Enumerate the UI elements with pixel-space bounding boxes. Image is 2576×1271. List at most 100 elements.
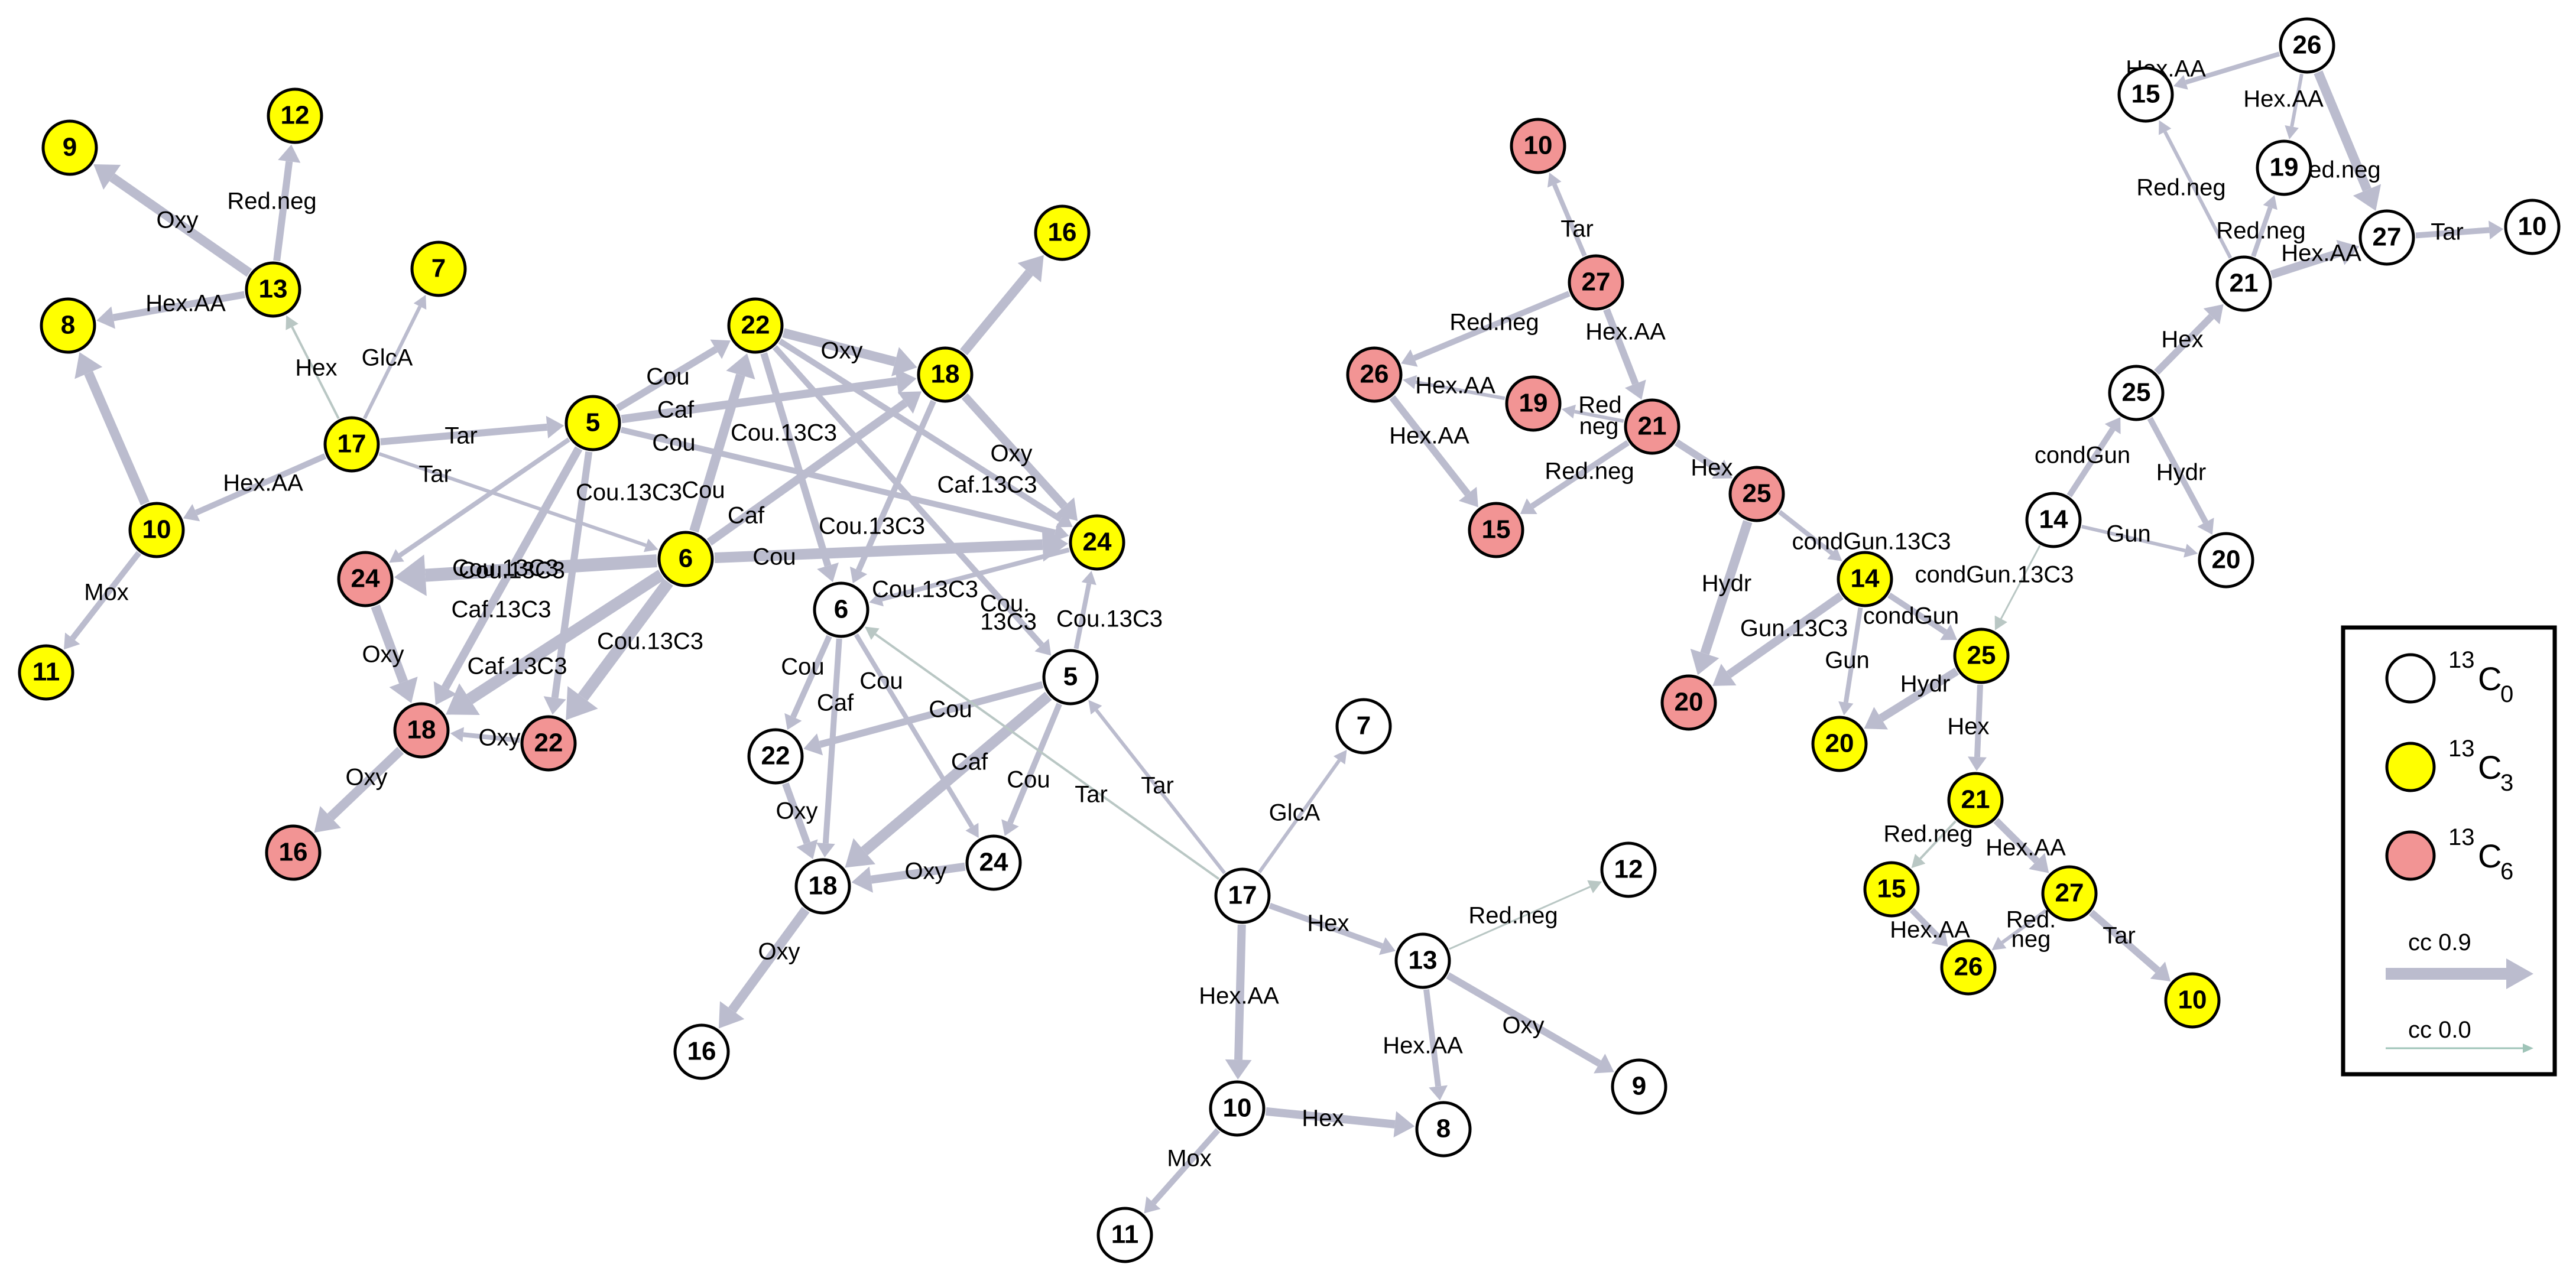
- node-c3-5: 5: [564, 395, 621, 451]
- node-circle: [1214, 867, 1271, 924]
- edge-label: Hex.AA: [1585, 319, 1666, 345]
- edge-arrowhead-w5-w24: [1001, 819, 1019, 836]
- node-c0-17: 17: [1214, 867, 1271, 924]
- edge-y13-y9: [109, 173, 252, 277]
- edge-arrowhead-y18-y16: [1017, 255, 1044, 282]
- edge-arrowhead-r27-r26: [1401, 349, 1418, 367]
- edge-arrowhead-y13-y12: [278, 144, 301, 163]
- legend-c0-sub: 0: [2500, 681, 2513, 707]
- edge-y10-y11: [70, 551, 141, 641]
- edge-arrowhead-y17-y10: [183, 503, 200, 522]
- node-label: 27: [1582, 268, 1611, 297]
- node-circle: [2108, 365, 2165, 421]
- edge-label: Tar: [1560, 216, 1594, 242]
- edge-arrowhead-r22-r18: [450, 727, 464, 742]
- edge-arrowhead-y18-y24: [1054, 497, 1078, 521]
- node-circle: [1468, 502, 1524, 558]
- node-label: 11: [33, 658, 60, 687]
- edge-arrowhead-y5-r24: [389, 549, 404, 563]
- node-c0-22: 22: [747, 728, 804, 785]
- edge-w5-w22: [819, 681, 1044, 748]
- node-circle: [2279, 17, 2335, 74]
- node-circle: [1660, 674, 1717, 731]
- edge-label: Caf: [728, 503, 765, 529]
- node-c0-5: 5: [1042, 649, 1099, 706]
- node-c6-16: 16: [265, 824, 322, 881]
- node-c3-7: 7: [410, 240, 467, 297]
- node-circle: [1940, 939, 1997, 996]
- edge-arrowhead-y22-w5: [1034, 638, 1052, 656]
- node-c0-12: 12: [1600, 841, 1657, 898]
- edge-label: Hex.AA: [1415, 373, 1495, 399]
- edge-w10-w11: [1151, 1128, 1221, 1205]
- edge-w26b-w15b: [2185, 51, 2280, 85]
- edge-y5-y22: [615, 346, 718, 411]
- edge-w5-w24: [1007, 703, 1062, 824]
- edge-y14-r20: [1726, 592, 1844, 678]
- edge-label: Hex: [1302, 1106, 1344, 1132]
- edge-label: Tar: [2431, 219, 2464, 245]
- edge-arrowhead-r18-r16: [314, 806, 341, 833]
- edge-label: condGun.13C3: [1915, 562, 2074, 588]
- edge-arrowhead-w5-w22: [803, 733, 823, 756]
- edge-arrowhead-w10-w8: [1393, 1111, 1415, 1138]
- edge-label: Cou: [646, 364, 689, 390]
- node-label: 16: [279, 838, 308, 867]
- node-c3-21: 21: [1947, 772, 2004, 828]
- edge-arrowhead-w26b-w27b: [2353, 184, 2382, 211]
- node-circle: [1624, 398, 1680, 455]
- legend-c6-sub: 6: [2500, 859, 2513, 885]
- edge-label: Hex: [1307, 911, 1349, 937]
- edge-w13-w9: [1446, 972, 1601, 1067]
- node-c0-9: 9: [1611, 1058, 1667, 1115]
- edge-arrowhead-y14-y25: [1940, 624, 1958, 641]
- node-c3-24: 24: [1069, 514, 1125, 571]
- node-label: 15: [1877, 875, 1906, 903]
- node-circle: [1096, 1207, 1153, 1263]
- edge-label: Caf.13C3: [468, 654, 567, 680]
- node-label: 10: [2178, 986, 2207, 1015]
- edge-y13-y12: [273, 161, 293, 262]
- edge-arrowhead-y21-y27: [2029, 853, 2049, 873]
- node-circle: [410, 240, 467, 297]
- node-c3-14: 14: [1837, 551, 1893, 607]
- edge-arrowhead-r25-r20: [1690, 648, 1720, 675]
- edge-y13-y8: [112, 291, 245, 321]
- edge-arrowhead-r26-r15: [1458, 486, 1478, 508]
- edge-w5-w18: [861, 691, 1052, 856]
- edge-label: Cou.13C3: [597, 629, 703, 655]
- edge-arrowhead-w13-w9: [1594, 1054, 1614, 1074]
- node-circle: [2256, 139, 2312, 196]
- edge-w27b-w10b: [2415, 227, 2490, 239]
- edge-label: Oxy: [156, 207, 198, 233]
- edge-label: Cou.13C3: [731, 420, 837, 446]
- edge-arrowhead-y22-w6: [817, 562, 839, 583]
- edge-r25-y14: [1778, 510, 1834, 555]
- node-circle: [1947, 772, 2004, 828]
- node-label: 25: [1743, 479, 1772, 508]
- node-c3-17: 17: [323, 416, 380, 473]
- edge-w21b-w27b: [2270, 248, 2342, 279]
- edge-arrowhead-r24-r18: [389, 677, 418, 704]
- node-c0-7: 7: [1335, 698, 1392, 755]
- node-c0-8: 8: [1415, 1101, 1472, 1158]
- edge-arrowhead-y25-y20: [1864, 707, 1888, 730]
- edge-arrowhead-y10-y11: [64, 632, 80, 650]
- legend-c0-marker: [2385, 653, 2436, 704]
- node-circle: [1415, 1101, 1472, 1158]
- edge-arrowhead-w21b-w19b: [2263, 195, 2277, 210]
- edge-y22-y18: [782, 328, 897, 366]
- edge-label: condGun: [1863, 603, 1959, 629]
- edge-label: Red.neg: [227, 188, 316, 214]
- node-label: 21: [1638, 412, 1667, 441]
- node-label: 18: [809, 872, 838, 901]
- edge-y21-y27: [1993, 818, 2040, 864]
- edge-y17-y7: [363, 305, 422, 420]
- node-circle: [323, 416, 380, 473]
- node-c6-19: 19: [1505, 375, 1562, 432]
- node-label: 14: [2039, 505, 2068, 534]
- node-circle: [1863, 861, 1920, 918]
- edge-w17-w13: [1268, 902, 1384, 949]
- edge-r25-r20: [1700, 520, 1753, 655]
- edge-y22-w6: [760, 352, 832, 567]
